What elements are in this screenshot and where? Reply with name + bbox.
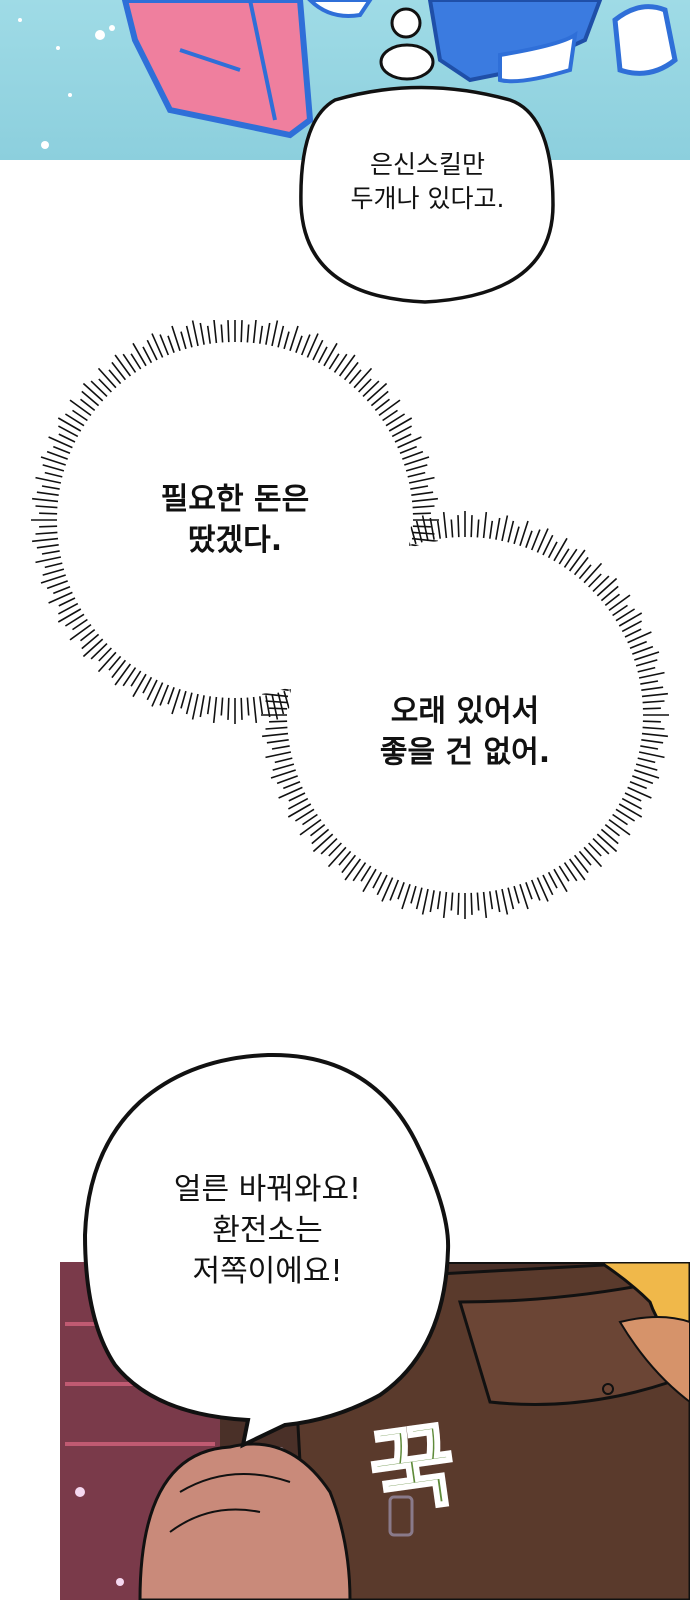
- thought-bubble-shape: [299, 7, 555, 304]
- burst-left-line-2: 땄겠다.: [187, 522, 283, 558]
- thought-bubble: 은신스킬만 두개나 있다고.: [295, 5, 560, 315]
- thought-line-2: 두개나 있다고.: [350, 184, 505, 213]
- burst-right-line-1: 오래 있어서: [390, 694, 540, 729]
- burst-right-text: 오래 있어서 좋을 건 없어.: [325, 692, 605, 774]
- speech-bubble-shape: [82, 1052, 451, 1449]
- burst-right-fill: [289, 539, 641, 891]
- speech-bubble: 얼른 바꿔와요! 환전소는 저쪽이에요!: [80, 1050, 455, 1495]
- burst-left-text: 필요한 돈은 땄겠다.: [95, 480, 375, 562]
- speech-bubble-text: 얼른 바꿔와요! 환전소는 저쪽이에요!: [80, 1170, 455, 1292]
- thought-bubble-text: 은신스킬만 두개나 있다고.: [295, 148, 560, 216]
- speech-line-2: 환전소는: [212, 1212, 323, 1248]
- burst-right-line-2: 좋을 건 없어.: [379, 734, 551, 770]
- speech-line-3: 저쪽이에요!: [192, 1253, 343, 1289]
- burst-bubble-shapes: [31, 320, 669, 919]
- burst-left-fill: [59, 344, 411, 696]
- speech-line-1: 얼른 바꿔와요!: [173, 1172, 362, 1207]
- burst-left-line-1: 필요한 돈은: [160, 482, 310, 517]
- thought-line-1: 은신스킬만: [369, 150, 485, 179]
- burst-bubble-group: 필요한 돈은 땄겠다. 오래 있어서 좋을 건 없어.: [0, 320, 690, 930]
